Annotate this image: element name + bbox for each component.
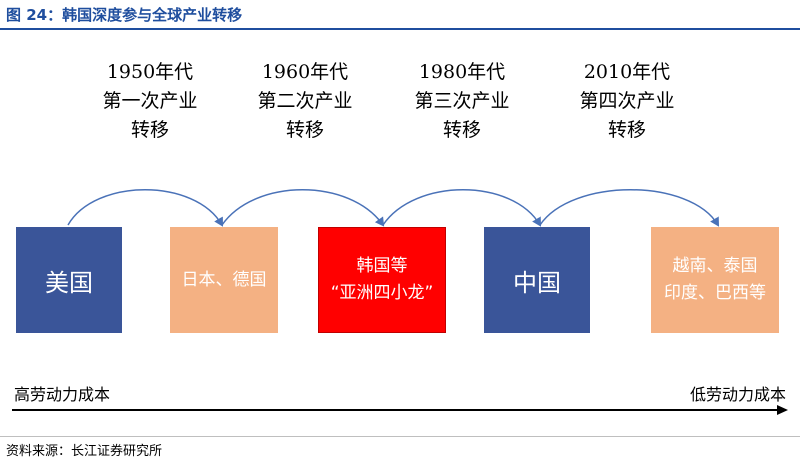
country-korea-line-1: 韩国等: [356, 256, 408, 276]
arrow-1: [67, 189, 223, 227]
stage-3-name: 第三次产业: [414, 90, 510, 112]
stage-2-name: 第二次产业: [257, 90, 353, 112]
stage-1-year: 1950年代: [106, 61, 194, 83]
country-box-china: 中国: [484, 227, 590, 333]
figure-title: 图 24：韩国深度参与全球产业转移: [6, 6, 243, 24]
country-usa-label: 美国: [45, 268, 93, 297]
stage-1-suffix: 转移: [130, 119, 169, 141]
stage-4-name: 第四次产业: [579, 90, 675, 112]
title-divider: [0, 28, 800, 30]
footer-divider: [0, 436, 800, 437]
country-box-japan-germany: 日本、德国: [170, 227, 278, 333]
country-emerging-line-1: 越南、泰国: [672, 256, 758, 276]
country-emerging-line-2: 印度、巴西等: [664, 283, 766, 303]
axis-right-label: 低劳动力成本: [689, 385, 786, 404]
stage-2-year: 1960年代: [261, 61, 349, 83]
country-box-emerging: 越南、泰国 印度、巴西等: [651, 227, 779, 333]
stage-2-label: 1960年代 第二次产业 转移: [230, 58, 380, 145]
country-box-korea: 韩国等 “亚洲四小龙”: [318, 227, 446, 333]
arrow-2: [221, 189, 385, 227]
country-japan-germany-label: 日本、德国: [181, 269, 267, 290]
country-china-label: 中国: [513, 268, 561, 297]
stage-1-label: 1950年代 第一次产业 转移: [75, 58, 225, 145]
stage-3-suffix: 转移: [442, 119, 481, 141]
arrow-4: [539, 189, 720, 227]
country-box-usa: 美国: [16, 227, 122, 333]
stage-1-name: 第一次产业: [102, 90, 198, 112]
stage-4-year: 2010年代: [583, 61, 671, 83]
source-note: 资料来源：长江证券研究所: [6, 444, 163, 459]
axis-left-label: 高劳动力成本: [14, 385, 111, 404]
stage-3-label: 1980年代 第三次产业 转移: [387, 58, 537, 145]
stage-2-suffix: 转移: [285, 119, 324, 141]
country-korea-line-2: “亚洲四小龙”: [330, 283, 434, 303]
stage-4-label: 2010年代 第四次产业 转移: [552, 58, 702, 145]
stage-3-year: 1980年代: [418, 61, 506, 83]
arrow-3: [382, 189, 542, 227]
stage-4-suffix: 转移: [607, 119, 646, 141]
